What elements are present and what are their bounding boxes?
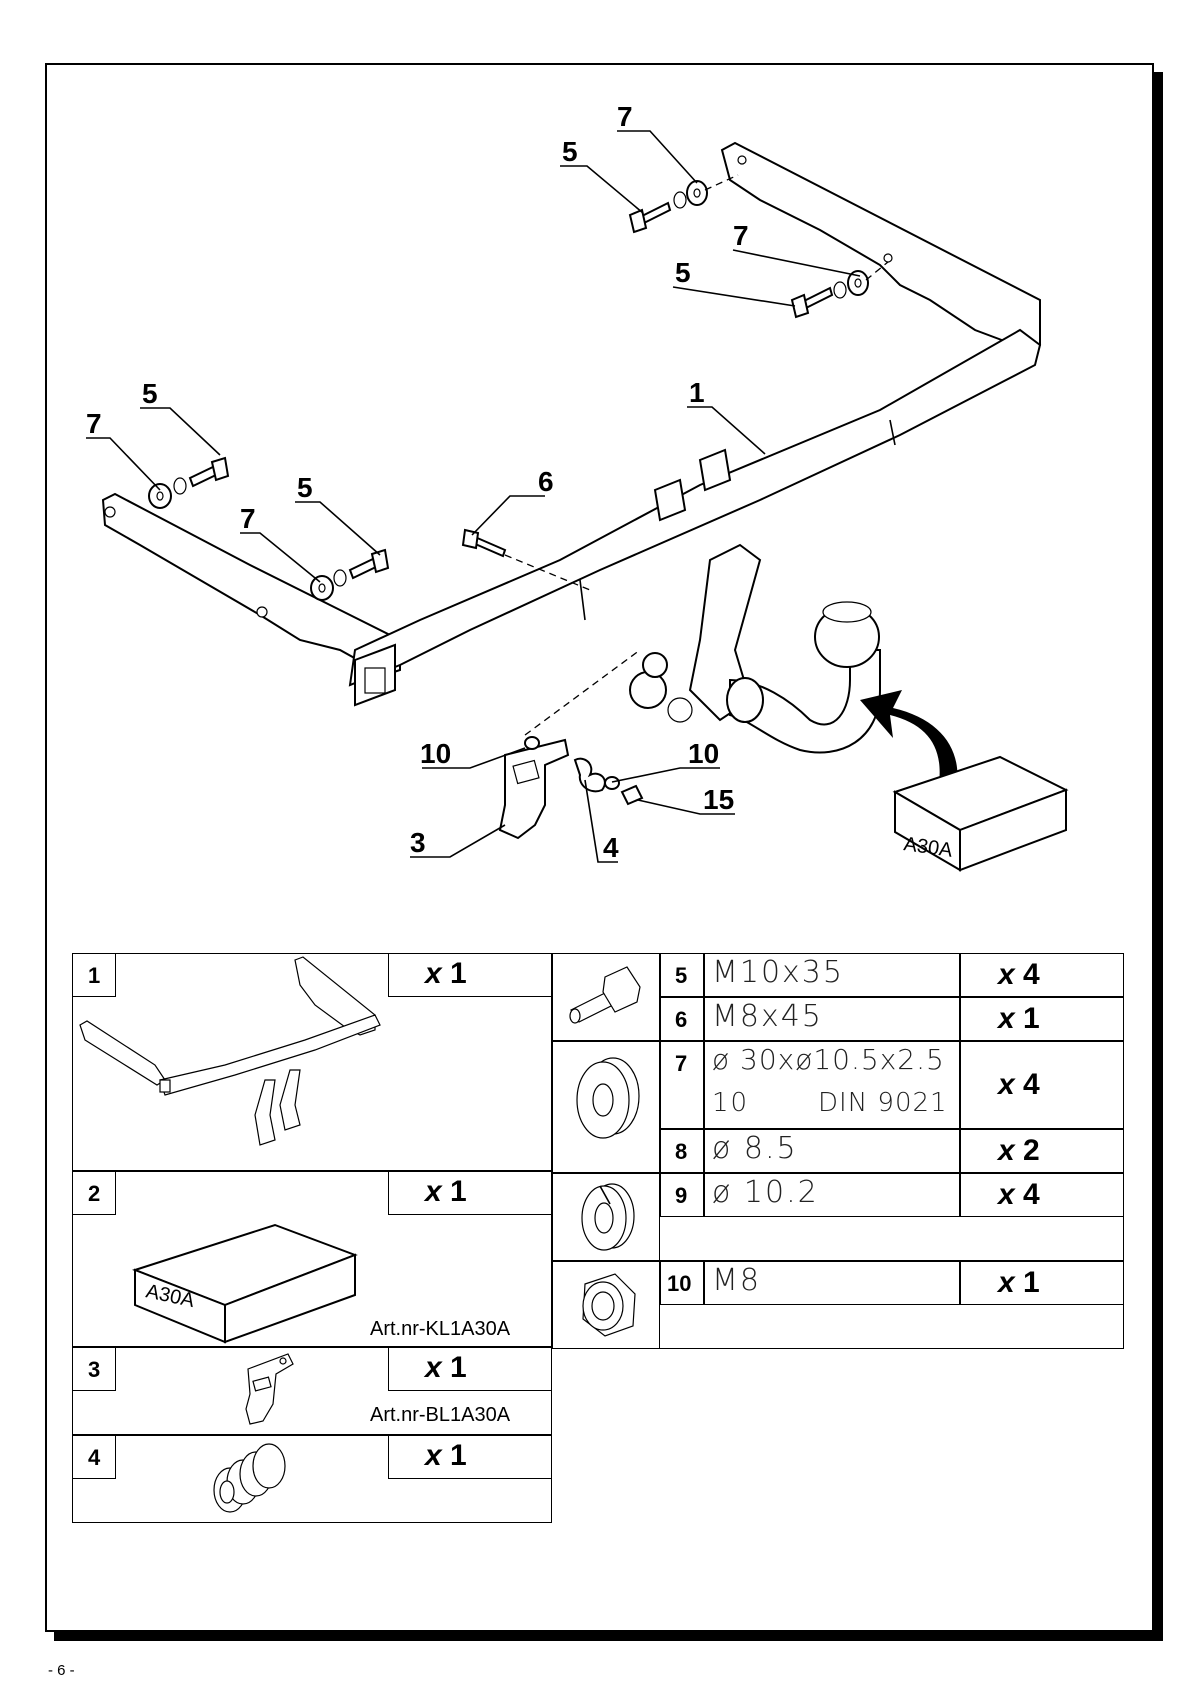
part-9-qty: x 4 <box>998 1178 1040 1211</box>
part-9-qty-box <box>960 1173 1124 1217</box>
callout-3: 3 <box>410 827 426 858</box>
part-2-qty-box <box>388 1171 552 1215</box>
bolt-group-rear-lower <box>790 261 889 319</box>
part-3-num-box <box>72 1347 116 1391</box>
part-1-num: 1 <box>88 963 101 988</box>
part-2-qty: x 1 <box>425 1175 467 1208</box>
part-7-spec-line2b: DIN 9021 <box>818 1088 948 1118</box>
flat-washer-icon <box>576 1057 640 1139</box>
part-9-num: 9 <box>675 1183 688 1208</box>
part-1-qty-box <box>388 953 552 997</box>
part-8-num: 8 <box>675 1139 688 1164</box>
bolt-group-rear-upper <box>628 174 739 234</box>
part-2-article-number: Art.nr-KL1A30A <box>370 1318 511 1340</box>
callout-5d: 5 <box>297 472 313 503</box>
callout-5a: 5 <box>562 136 578 167</box>
part-6-num: 6 <box>675 1007 688 1032</box>
part-7-num: 7 <box>675 1051 688 1076</box>
part-3-qty: x 1 <box>425 1351 467 1384</box>
part-2-num-box <box>72 1171 116 1215</box>
part-1-qty: x 1 <box>425 957 467 990</box>
part-5-num: 5 <box>675 963 688 988</box>
part-3-plate-thumbnail <box>245 1353 294 1425</box>
hex-nut-icon <box>582 1273 636 1337</box>
part-5-num-box <box>660 953 704 997</box>
part-7-num-box <box>660 1041 704 1129</box>
callout-7d: 7 <box>240 503 256 534</box>
part-10-spec-box <box>704 1261 960 1305</box>
part-10-spec: M8 <box>712 1263 761 1298</box>
part-7-qty: x 4 <box>998 1068 1040 1101</box>
part-3-num: 3 <box>88 1357 101 1382</box>
callout-10b: 10 <box>688 738 719 769</box>
part-9-num-box <box>660 1173 704 1217</box>
right-side-bracket <box>720 141 1041 357</box>
part-5-spec-box <box>704 953 960 997</box>
part-1-num-box <box>72 953 116 997</box>
callout-5c: 5 <box>142 378 158 409</box>
part-8-spec-box <box>704 1129 960 1173</box>
curved-arrow-icon <box>860 690 958 795</box>
tow-ball-assembly <box>629 448 881 754</box>
callout-1: 1 <box>689 377 705 408</box>
spring-washer-icon <box>581 1183 635 1251</box>
cross-beam <box>348 328 1042 707</box>
kit-box: A30A <box>892 755 1069 872</box>
callout-10a: 10 <box>420 738 451 769</box>
part-4-qty-box <box>388 1435 552 1479</box>
part-1-crossbar-thumbnail <box>79 956 381 1146</box>
part-10-num: 10 <box>667 1271 692 1296</box>
callout-5b: 5 <box>675 257 691 288</box>
part-8-num-box <box>660 1129 704 1173</box>
part-10-qty-box <box>960 1261 1124 1305</box>
part-3-article-number: Art.nr-BL1A30A <box>370 1404 511 1426</box>
page-number: - 6 - <box>48 1662 75 1679</box>
part-6-qty: x 1 <box>998 1002 1040 1035</box>
part-4-qty: x 1 <box>425 1439 467 1472</box>
part-4-num: 4 <box>88 1445 101 1470</box>
callout-6: 6 <box>538 466 554 497</box>
bolt-group-front-upper <box>148 456 230 509</box>
callout-7c: 7 <box>86 408 102 439</box>
part-5-spec: M10x35 <box>712 955 844 990</box>
part-2-box-thumbnail: A30A <box>132 1223 358 1344</box>
part-7-spec-box <box>704 1041 960 1129</box>
part-9-spec-box <box>704 1173 960 1217</box>
part-6-qty-box <box>960 997 1124 1041</box>
leader-lines <box>86 130 861 863</box>
socket-plate-group <box>498 649 644 840</box>
assembly-diagram: A30A 7 5 7 5 1 5 7 5 7 6 10 10 15 3 4 <box>86 101 1069 872</box>
bolt-group-front-lower <box>310 548 390 601</box>
part-5-qty: x 4 <box>998 958 1040 991</box>
callout-7b: 7 <box>733 220 749 251</box>
callout-7a: 7 <box>617 101 633 132</box>
part-8-spec: ø 8.5 <box>712 1131 798 1166</box>
callout-4: 4 <box>603 832 619 863</box>
callout-15: 15 <box>703 784 734 815</box>
part-3-qty-box <box>388 1347 552 1391</box>
part-5-qty-box <box>960 953 1124 997</box>
part-6-num-box <box>660 997 704 1041</box>
bolt-6 <box>461 528 591 591</box>
part-4-spring-thumbnail <box>213 1443 286 1513</box>
part-10-qty: x 1 <box>998 1266 1040 1299</box>
part-6-spec-box <box>704 997 960 1041</box>
part-4-num-box <box>72 1435 116 1479</box>
part-7-spec-line2a: 10 <box>712 1088 750 1118</box>
part-6-spec: M8x45 <box>712 999 823 1034</box>
part-7-qty-box <box>960 1041 1124 1129</box>
part-9-spec: ø 10.2 <box>712 1175 819 1210</box>
part-8-qty: x 2 <box>998 1134 1040 1167</box>
part-8-qty-box <box>960 1129 1124 1173</box>
hex-bolt-icon <box>569 966 641 1024</box>
part-7-spec-line1: ø 30xø10.5x2.5 <box>712 1043 945 1076</box>
part-2-num: 2 <box>88 1181 101 1206</box>
part-10-num-box <box>660 1261 704 1305</box>
